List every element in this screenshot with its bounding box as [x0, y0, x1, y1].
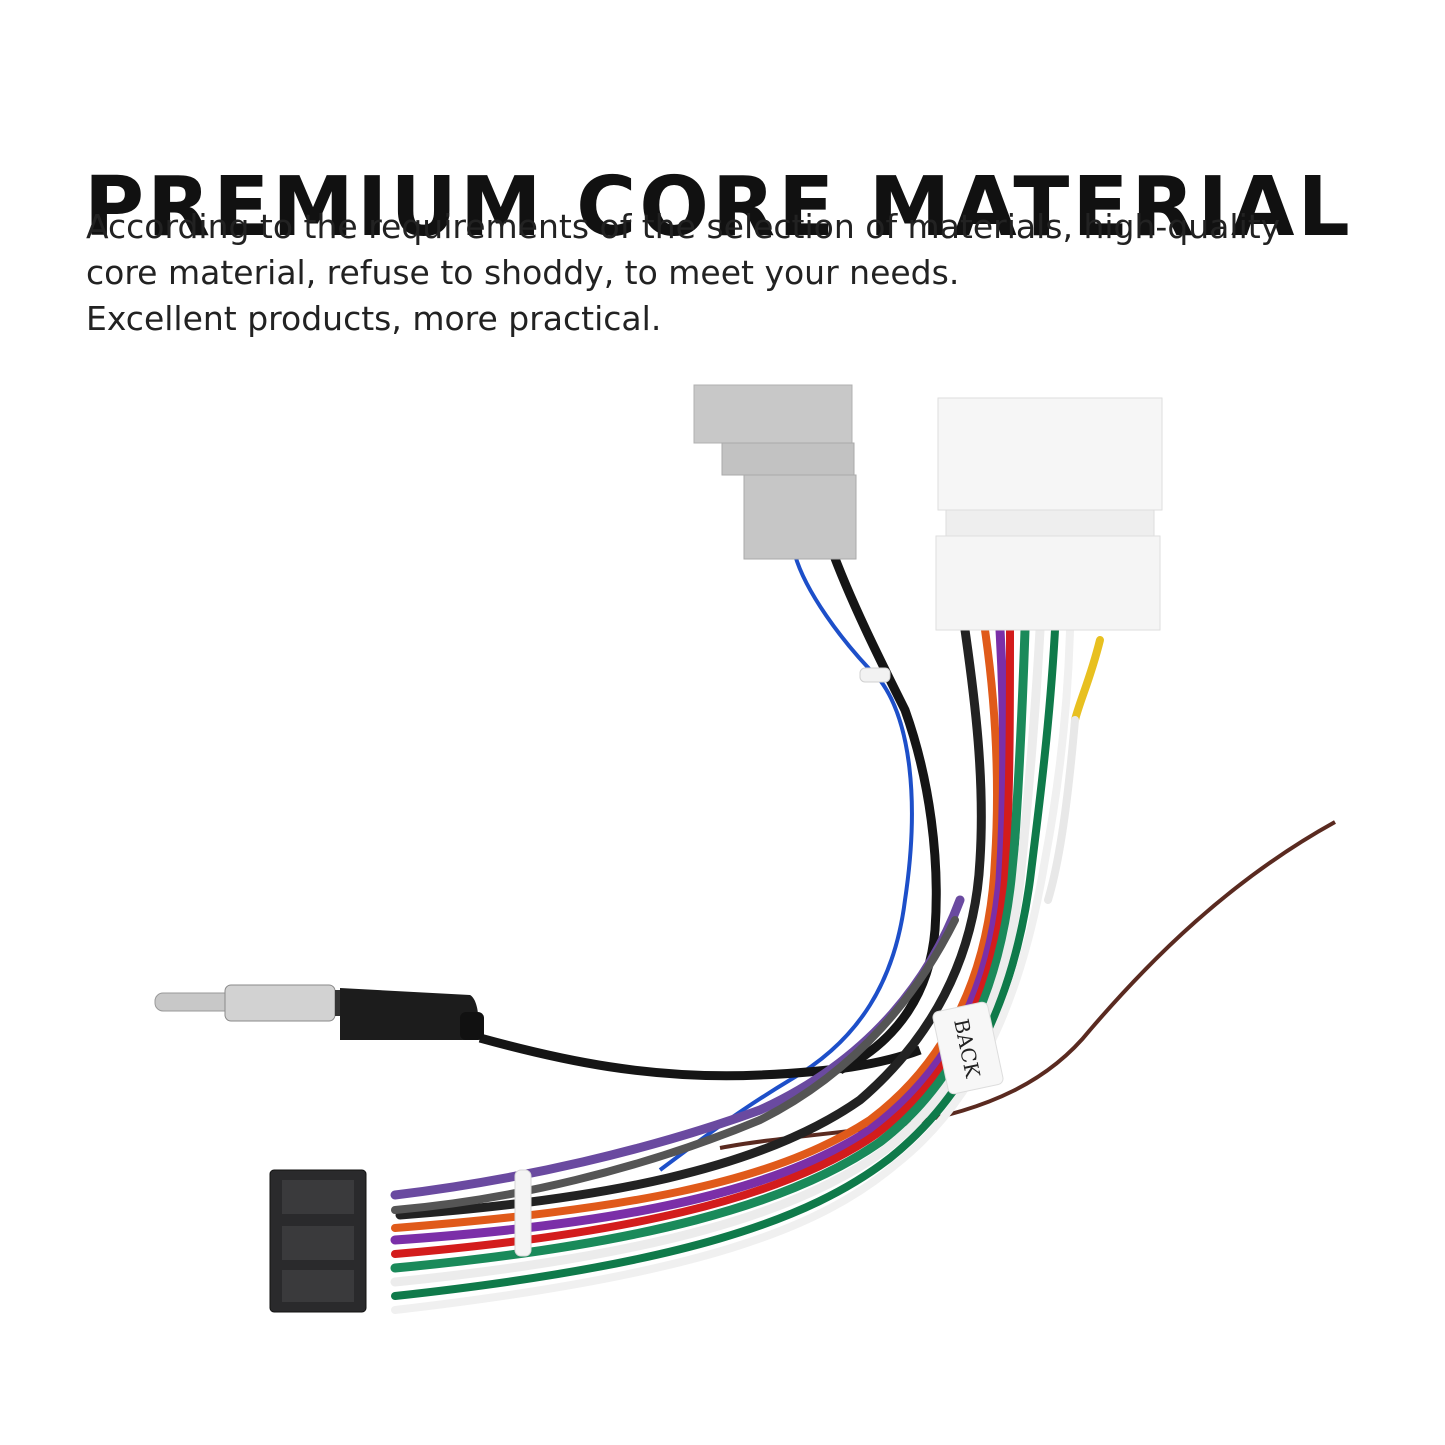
description-line: Excellent products, more practical.	[86, 299, 662, 338]
black-connector	[269, 1169, 367, 1313]
white-connector	[935, 397, 1163, 631]
headline: PREMIUM CORE MATERIAL	[84, 159, 1353, 255]
blue-wire	[658, 554, 914, 1172]
zip-tie	[859, 667, 891, 683]
antenna-cable	[478, 1033, 922, 1081]
antenna-plug	[154, 984, 484, 1040]
gray-connector	[693, 384, 857, 560]
wiring-harness-photo: BACK	[154, 384, 1336, 1314]
description-line: According to the requirements of the sel…	[86, 207, 1281, 246]
back-label-tag: BACK	[932, 1001, 1004, 1095]
zip-tie	[514, 1169, 532, 1257]
brown-wire	[719, 820, 1336, 1150]
description: According to the requirements of the sel…	[86, 204, 1366, 342]
description-line: core material, refuse to shoddy, to meet…	[86, 253, 960, 292]
black-wire	[825, 543, 941, 1075]
wire-bundle	[390, 625, 1104, 1314]
